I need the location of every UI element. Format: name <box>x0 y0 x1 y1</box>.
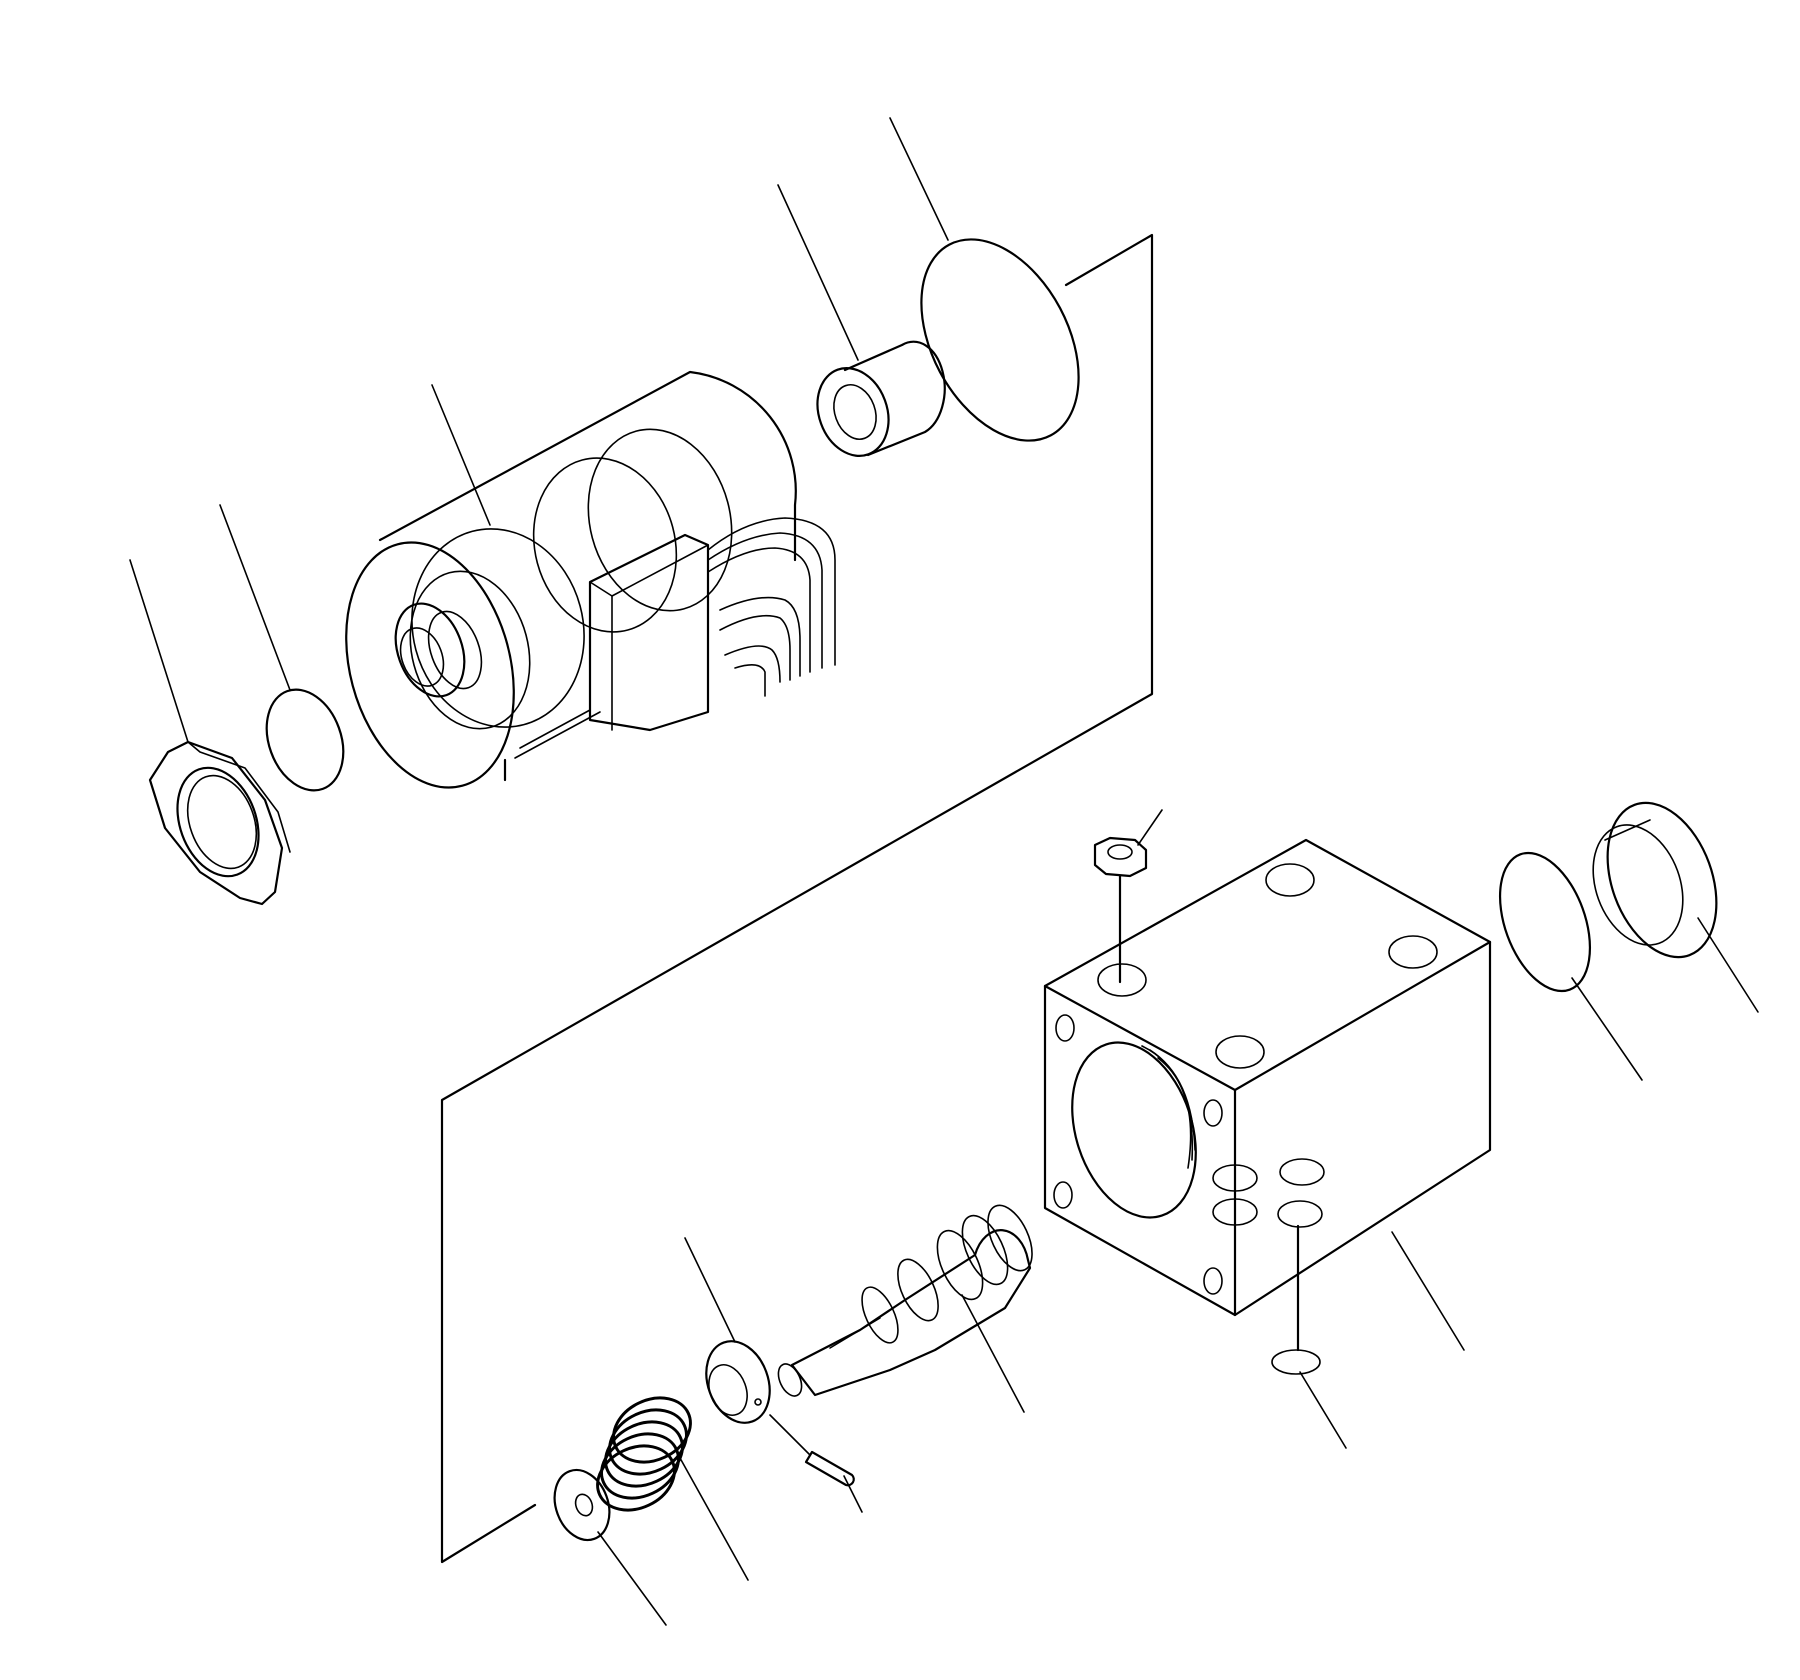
plug-top <box>1093 836 1148 984</box>
leader-nut <box>129 559 189 743</box>
leader-o-ring-large <box>889 117 949 241</box>
o-ring-right <box>1498 851 1592 993</box>
leader-retainer <box>684 1237 736 1343</box>
leader-o-ring-small <box>219 504 291 691</box>
leader-spool <box>961 1294 1025 1413</box>
leader-spring <box>679 1457 749 1581</box>
nut <box>148 740 291 906</box>
solenoid <box>345 370 836 789</box>
leader-port-o-ring <box>1299 1371 1347 1449</box>
o-ring-large <box>920 238 1080 442</box>
spring <box>596 1396 692 1512</box>
o-ring-small <box>265 688 345 792</box>
valve-body <box>1043 838 1492 1317</box>
retainer <box>705 1340 771 1424</box>
pin <box>769 1414 855 1487</box>
leader-pin <box>843 1475 863 1513</box>
leader-washer <box>597 1531 667 1626</box>
leader-solenoid <box>431 384 491 526</box>
leader-lines <box>129 117 1759 1626</box>
port-o-ring <box>1271 1224 1321 1375</box>
washer <box>553 1468 611 1542</box>
leader-plug-right <box>1697 917 1759 1013</box>
leader-valve-body <box>1391 1231 1465 1351</box>
assembly-frame <box>440 233 1154 1564</box>
spool <box>777 1204 1033 1397</box>
plug-right <box>1592 801 1718 959</box>
leader-o-ring-right <box>1571 977 1643 1081</box>
collar <box>816 340 946 457</box>
leader-collar <box>777 184 859 361</box>
leader-plug-top <box>1137 809 1163 846</box>
